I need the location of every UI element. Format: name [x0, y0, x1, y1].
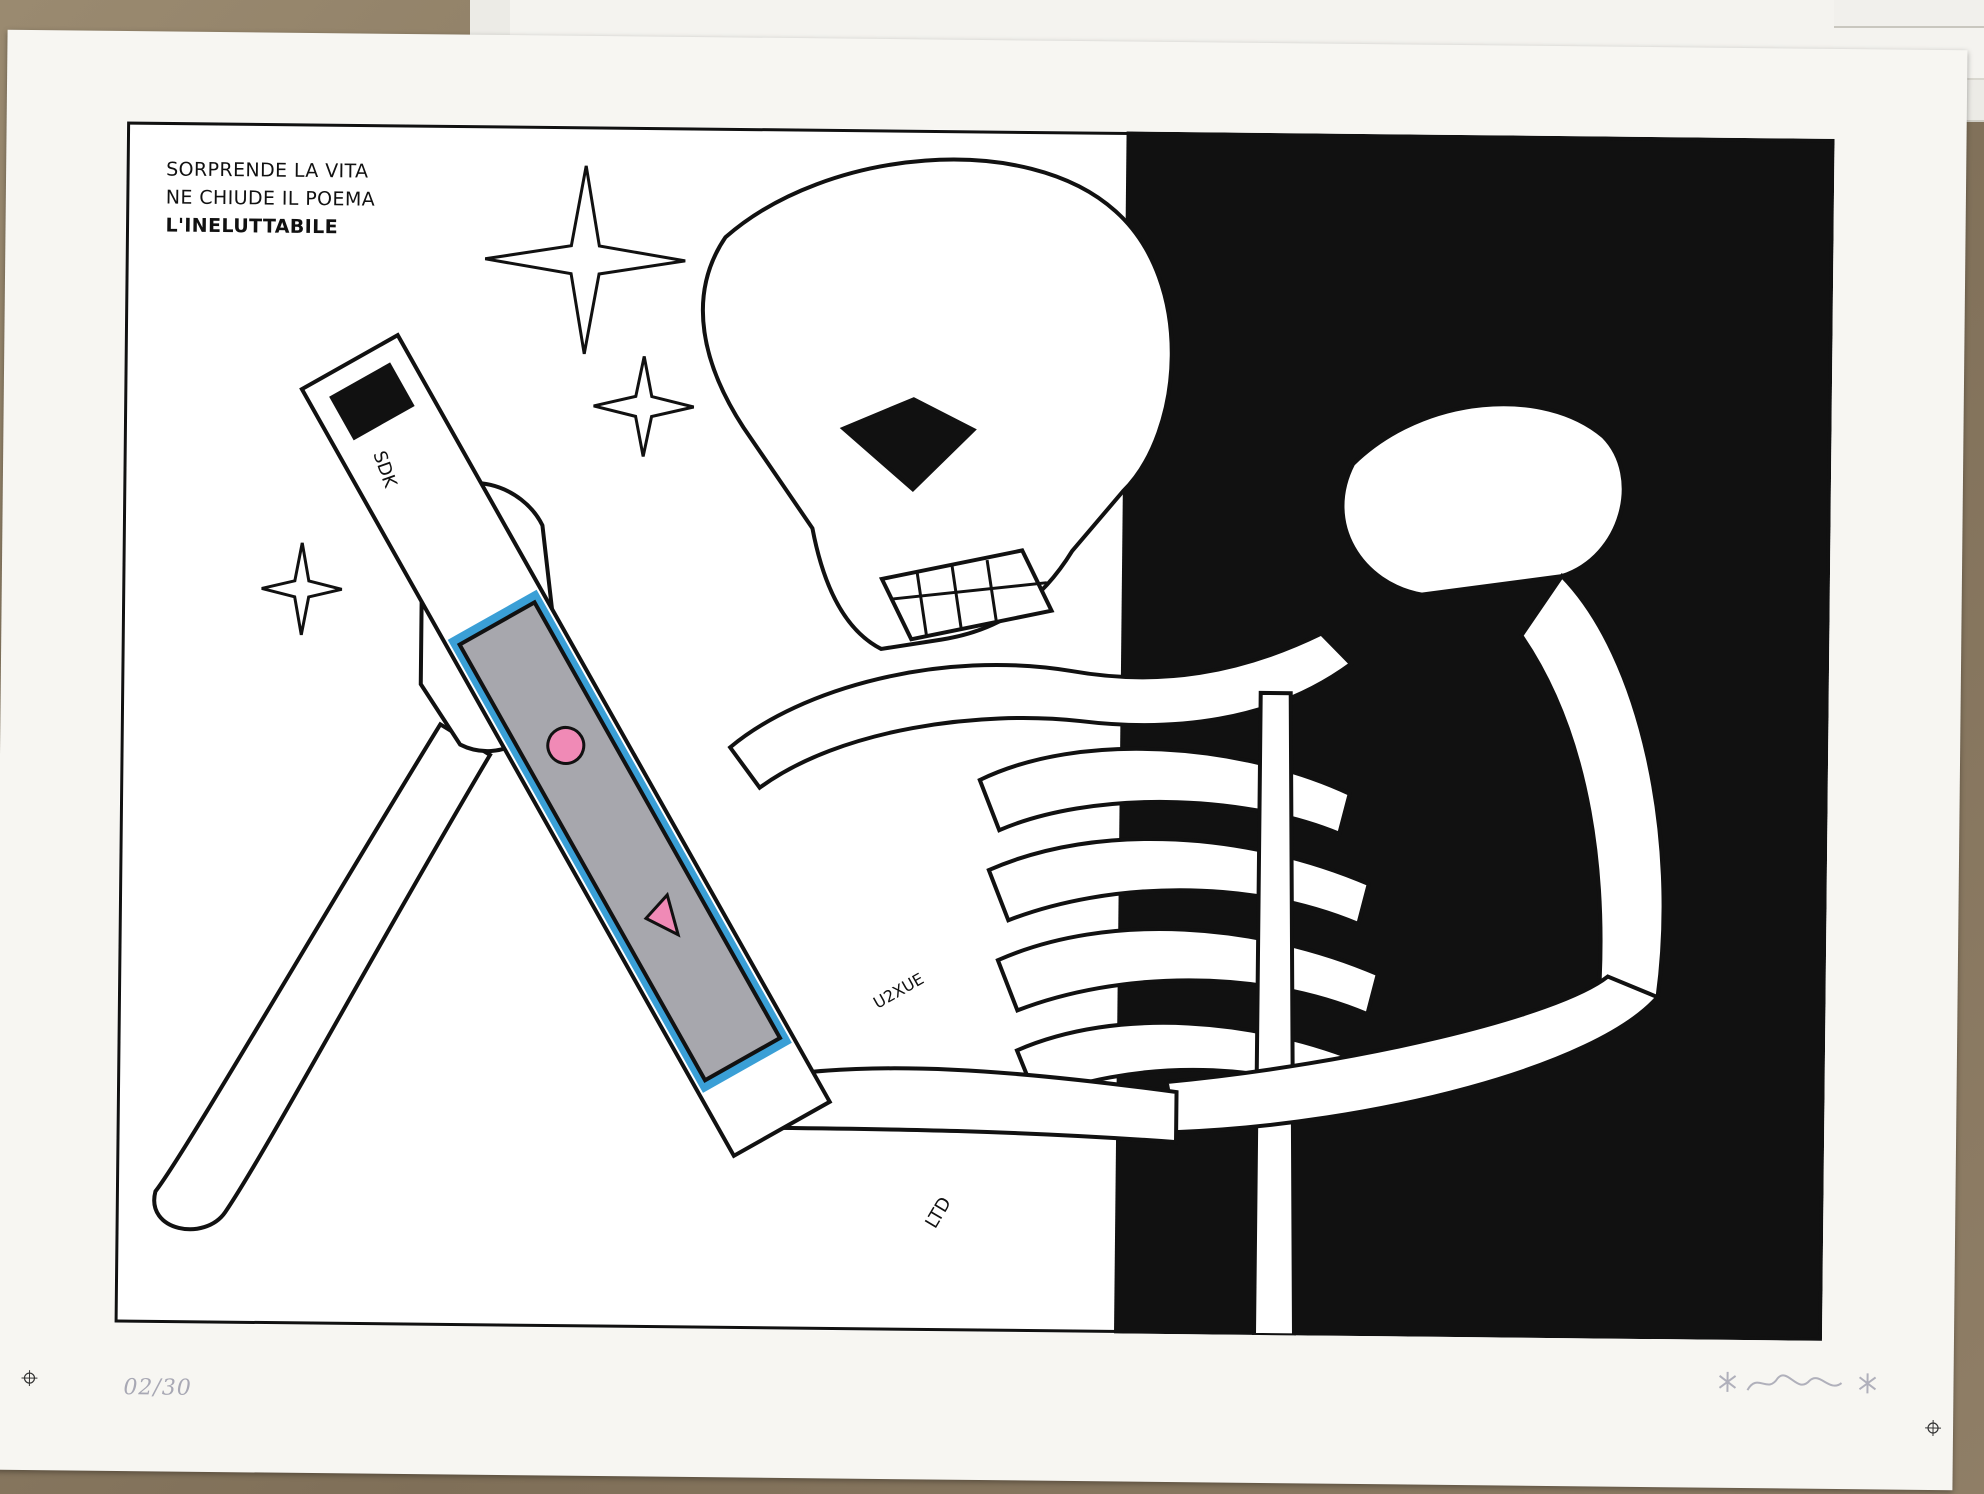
- right-hand: [764, 1066, 1179, 1145]
- sparkle-stars: [261, 165, 695, 636]
- artwork-frame: [114, 121, 1835, 1341]
- graffiti-silver-letters: [456, 599, 783, 1083]
- poem-line-3: L'INELUTTABILE: [165, 214, 339, 239]
- graffiti-pink-dot: [546, 725, 586, 765]
- skull-cranium: [700, 157, 1174, 652]
- skull-eye-socket: [839, 397, 977, 493]
- sparkle-star-large: [484, 165, 686, 355]
- clavicle: [727, 631, 1355, 791]
- rib-cage: [727, 402, 1626, 1338]
- graffiti-pink-mark: [643, 891, 681, 938]
- sparkle-star-medium: [593, 356, 695, 457]
- paper-corner: [1834, 0, 1984, 28]
- registration-mark-right: [1925, 1420, 1942, 1437]
- poem-line-2: NE CHIUDE IL POEMA: [165, 186, 376, 211]
- sparkle-star-small: [261, 542, 343, 636]
- train-window: [329, 362, 415, 441]
- black-background-panel: [1114, 131, 1835, 1341]
- skull: [700, 157, 1174, 652]
- skeleton-illustration: SDK U2XUE LTD: [114, 121, 1835, 1341]
- right-arm: [764, 572, 1666, 1145]
- registration-mark-left: [21, 1370, 38, 1387]
- poem-line-1: SORPRENDE LA VITA: [166, 158, 369, 183]
- left-forearm: [152, 721, 493, 1232]
- edition-number: 02/30: [123, 1375, 192, 1401]
- train-tag-middle: U2XUE: [870, 969, 927, 1012]
- print-sheet: SDK U2XUE LTD SORPRENDE LA VITA NE CHIUD…: [0, 29, 1968, 1491]
- artwork-panel: SDK U2XUE LTD SORPRENDE LA VITA NE CHIUD…: [114, 121, 1835, 1341]
- artist-signature: [1718, 1371, 1877, 1394]
- train-phone: [299, 332, 833, 1159]
- train-tag-bottom: LTD: [921, 1194, 956, 1233]
- poem-caption: SORPRENDE LA VITA NE CHIUDE IL POEMA L'I…: [165, 155, 375, 241]
- shoulder: [1340, 402, 1626, 597]
